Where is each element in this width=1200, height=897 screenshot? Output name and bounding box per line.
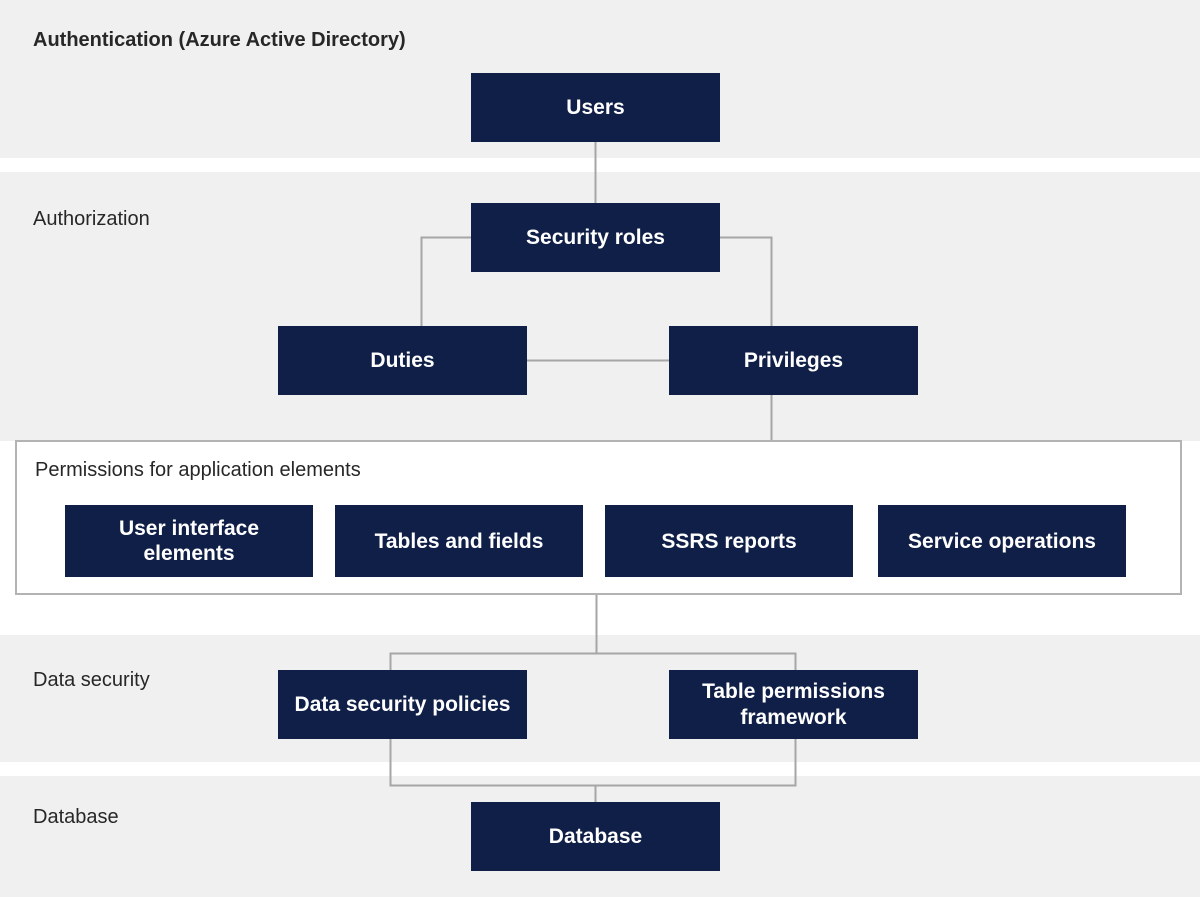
node-user-interface-elements[interactable]: User interface elements xyxy=(65,505,313,577)
node-duties[interactable]: Duties xyxy=(278,326,527,395)
band-label-data-security: Data security xyxy=(33,669,150,691)
node-security-roles[interactable]: Security roles xyxy=(471,203,720,272)
node-database[interactable]: Database xyxy=(471,802,720,871)
band-label-authorization: Authorization xyxy=(33,208,150,230)
permissions-panel-title: Permissions for application elements xyxy=(35,459,361,481)
node-privileges[interactable]: Privileges xyxy=(669,326,918,395)
node-table-permissions-framework[interactable]: Table permissions framework xyxy=(669,670,918,739)
band-label-database: Database xyxy=(33,806,119,828)
node-ssrs-reports[interactable]: SSRS reports xyxy=(605,505,853,577)
band-data-security xyxy=(0,635,1200,762)
node-tables-and-fields[interactable]: Tables and fields xyxy=(335,505,583,577)
band-label-authentication: Authentication (Azure Active Directory) xyxy=(33,29,406,51)
node-service-operations[interactable]: Service operations xyxy=(878,505,1126,577)
node-users[interactable]: Users xyxy=(471,73,720,142)
node-data-security-policies[interactable]: Data security policies xyxy=(278,670,527,739)
